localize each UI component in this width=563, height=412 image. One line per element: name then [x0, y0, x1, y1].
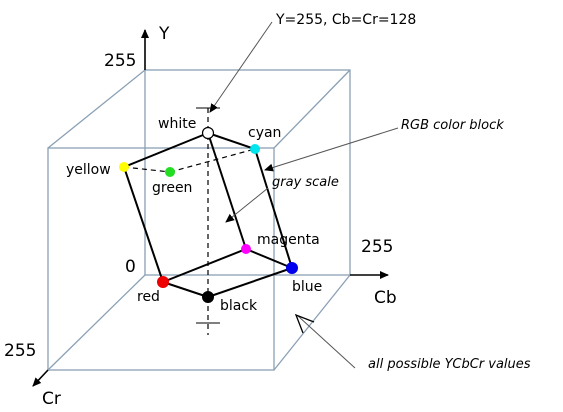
label-red: red [137, 289, 160, 305]
rgb-edge [245, 248, 293, 269]
annotation-top: Y=255, Cb=Cr=128 [275, 12, 416, 28]
pointer-rgb-block [264, 127, 399, 172]
vertex-blue [286, 262, 298, 274]
vertex-black [202, 291, 214, 303]
label-black: black [220, 298, 258, 314]
label-green: green [152, 180, 192, 196]
rgb-edge [207, 267, 293, 298]
vertex-labels: white cyan yellow green magenta red blue… [66, 116, 322, 314]
annotation-gray-scale: gray scale [272, 175, 339, 190]
rgb-color-block [123, 132, 293, 298]
vertex-green [165, 167, 175, 177]
pointer-top [209, 21, 273, 113]
vertex-white [201, 126, 215, 140]
rgb-edge [254, 148, 293, 269]
axes [32, 29, 389, 387]
rgb-hidden-edge [169, 148, 256, 173]
y-axis-max: 255 [104, 51, 136, 71]
annotations: Y=255, Cb=Cr=128 RGB color block gray sc… [272, 12, 531, 372]
origin-label: 0 [125, 257, 136, 277]
cube-edge [47, 274, 146, 371]
pointer-all-values-head [294, 313, 315, 334]
vertex-cyan [250, 144, 260, 154]
cr-axis [32, 369, 49, 387]
ycbcr-cube [47, 69, 351, 371]
cube-edge [273, 274, 351, 371]
label-cyan: cyan [248, 125, 281, 141]
rgb-edge [207, 132, 247, 250]
cube-edge [273, 69, 351, 149]
rgb-edge [162, 248, 247, 283]
rgb-edge [207, 132, 256, 150]
annotation-rgb-block: RGB color block [401, 118, 504, 133]
annotation-pointers [209, 21, 399, 369]
vertex-yellow [119, 162, 129, 172]
cr-axis-label: Cr [42, 389, 61, 409]
cube-back-face [144, 69, 351, 276]
cube-front-face [47, 147, 275, 371]
rgb-edge [162, 281, 209, 298]
label-yellow: yellow [66, 162, 111, 178]
cube-edge [47, 69, 146, 149]
vertex-magenta [241, 244, 251, 254]
cb-axis-label: Cb [374, 288, 397, 308]
label-blue: blue [292, 279, 322, 295]
pointer-gray-scale [225, 187, 269, 223]
rgb-edge [123, 166, 164, 283]
pointer-all-values [297, 315, 356, 369]
label-white: white [158, 116, 196, 132]
axis-labels: Y 255 255 Cb 255 Cr 0 [4, 24, 397, 409]
cb-axis-max: 255 [361, 237, 393, 257]
vertex-dots [119, 126, 298, 303]
vertex-red [157, 276, 169, 288]
annotation-all-values: all possible YCbCr values [368, 357, 531, 372]
y-axis-label: Y [158, 24, 170, 44]
rgb-edge [123, 132, 209, 168]
cr-axis-max: 255 [4, 341, 36, 361]
label-magenta: magenta [257, 232, 320, 248]
rgb-hidden-edge [123, 166, 171, 173]
